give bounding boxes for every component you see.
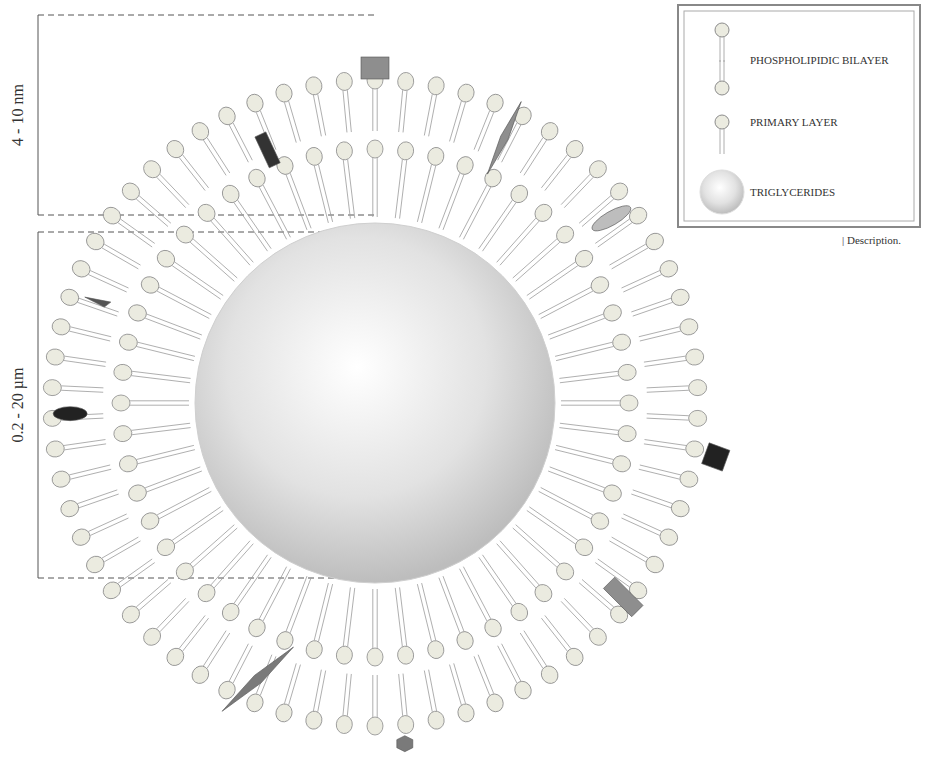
caption-note: | Description. [842, 234, 901, 246]
primary-layer [112, 140, 638, 666]
legend-entry: PRIMARY LAYER [750, 116, 838, 128]
legend-icons [700, 23, 744, 214]
legend-entry: PHOSPHOLIPIDIC BILAYER [750, 54, 889, 66]
legend-entry: TRIGLYCERIDES [750, 186, 835, 198]
legend-box [678, 5, 920, 227]
membrane-proteins [53, 57, 730, 752]
dimension-label: 0.2 - 20 µm [9, 368, 27, 443]
outer-leaflet [43, 71, 707, 735]
triglyceride-core [195, 223, 555, 583]
dimension-label: 4 - 10 nm [9, 84, 27, 146]
